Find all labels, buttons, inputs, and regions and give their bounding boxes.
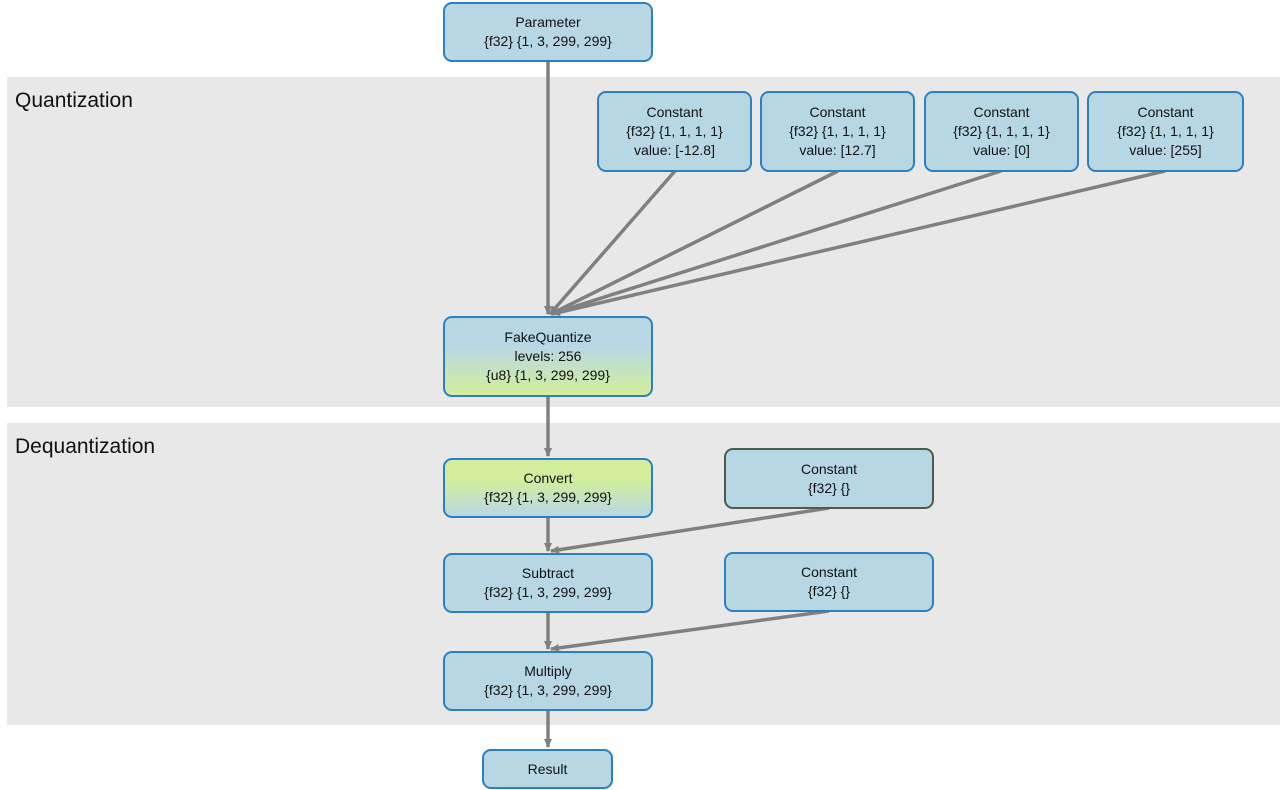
node-title: Convert	[523, 470, 573, 486]
fakequantize-node[interactable]: FakeQuantize levels: 256 {u8} {1, 3, 299…	[443, 316, 653, 397]
node-shape: {u8} {1, 3, 299, 299}	[486, 367, 610, 383]
subtract-node[interactable]: Subtract {f32} {1, 3, 299, 299}	[443, 553, 653, 613]
node-title: Parameter	[515, 14, 581, 30]
edge-const-sub-subtract	[550, 506, 830, 554]
node-shape: {f32} {1, 3, 299, 299}	[484, 33, 612, 49]
constant-node-subtract[interactable]: Constant {f32} {}	[724, 448, 934, 509]
node-value: value: [-12.8]	[634, 142, 715, 158]
section-label-dequantization: Dequantization	[15, 435, 156, 458]
constant-node-high-in[interactable]: Constant {f32} {1, 1, 1, 1} value: [12.7…	[760, 91, 915, 172]
node-title: Constant	[973, 104, 1030, 120]
node-shape: {f32} {1, 3, 299, 299}	[484, 682, 612, 698]
edge-const-high-in-fakequantize	[550, 169, 839, 316]
node-value: value: [12.7]	[799, 142, 876, 158]
node-title: Result	[527, 760, 568, 777]
node-title: Constant	[1137, 104, 1194, 120]
node-title: Multiply	[524, 663, 572, 679]
convert-node[interactable]: Convert {f32} {1, 3, 299, 299}	[443, 458, 653, 518]
node-shape: {f32} {1, 1, 1, 1}	[626, 123, 723, 139]
node-title: Constant	[646, 104, 703, 120]
node-shape: {f32} {1, 1, 1, 1}	[789, 123, 886, 139]
node-shape: {f32} {}	[807, 479, 851, 496]
node-value: value: [255]	[1129, 142, 1202, 158]
node-shape: {f32} {}	[807, 583, 851, 599]
edge-const-low-in-fakequantize	[548, 169, 677, 316]
node-value: value: [0]	[973, 142, 1030, 158]
node-title: FakeQuantize	[504, 329, 592, 345]
node-shape: {f32} {1, 1, 1, 1}	[953, 123, 1050, 139]
node-title: Subtract	[521, 565, 575, 581]
result-node[interactable]: Result	[482, 749, 613, 789]
node-shape: {f32} {1, 3, 299, 299}	[484, 489, 612, 505]
node-shape: {f32} {1, 3, 299, 299}	[484, 584, 612, 600]
parameter-node[interactable]: Parameter {f32} {1, 3, 299, 299}	[443, 2, 653, 62]
constant-node-low-out[interactable]: Constant {f32} {1, 1, 1, 1} value: [0]	[924, 91, 1079, 172]
constant-node-low-in[interactable]: Constant {f32} {1, 1, 1, 1} value: [-12.…	[597, 91, 752, 172]
node-title: Constant	[809, 104, 866, 120]
node-shape: {f32} {1, 1, 1, 1}	[1117, 123, 1214, 139]
multiply-node[interactable]: Multiply {f32} {1, 3, 299, 299}	[443, 651, 653, 711]
edge-const-low-out-fakequantize	[550, 169, 1002, 316]
edge-const-high-out-fakequantize	[551, 169, 1166, 317]
constant-node-multiply[interactable]: Constant {f32} {}	[724, 552, 934, 612]
node-title: Constant	[800, 460, 858, 477]
node-title: Constant	[800, 564, 858, 580]
constant-node-high-out[interactable]: Constant {f32} {1, 1, 1, 1} value: [255]	[1087, 91, 1244, 172]
edge-const-mul-multiply	[550, 609, 830, 652]
section-label-quantization: Quantization	[15, 89, 133, 112]
node-levels: levels: 256	[514, 348, 582, 364]
